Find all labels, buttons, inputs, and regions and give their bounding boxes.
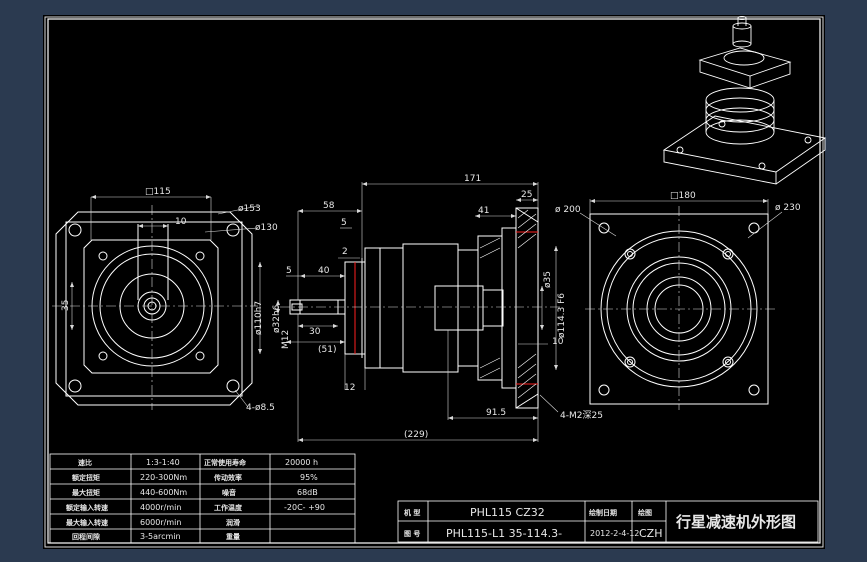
side-dim-m2: 4-M2深25	[560, 410, 603, 421]
title-label-drawer: 绘图	[638, 508, 652, 517]
spec-value: 6000r/min	[140, 518, 181, 527]
side-dim-12: 12	[344, 383, 355, 393]
rear-dim-phi200: ø 200	[555, 205, 581, 215]
spec-value: 220-300Nm	[140, 473, 187, 482]
spec-label: 额定扭矩	[71, 473, 100, 482]
side-dimlines	[258, 182, 559, 442]
spec-label: 回程间隙	[72, 532, 100, 541]
rear-dim-phi230: ø 230	[775, 203, 801, 213]
side-dim-25: 25	[521, 190, 532, 200]
side-dim-phi35: ø35	[543, 271, 553, 288]
rear-dim-square: □180	[670, 191, 696, 201]
inner-frame	[47, 18, 821, 544]
title-drawer: CZH	[639, 527, 663, 540]
side-dim-51: (51)	[318, 345, 336, 355]
side-dim-915: 91.5	[486, 408, 506, 418]
side-dim-phi114f6: ø114.3 F6	[557, 293, 567, 338]
spec-label-2: 润滑	[226, 518, 240, 527]
rear-dimlines	[579, 199, 783, 239]
drawing-title: 行星减速机外形图	[675, 513, 796, 531]
front-dim-35: 35	[61, 300, 71, 311]
front-dim-phi130: ø130	[255, 223, 278, 233]
spec-value: 1:3-1:40	[146, 458, 180, 467]
front-dim-phi153: ø153	[238, 204, 261, 214]
title-date: 2012-2-4-12	[590, 529, 639, 538]
rear-centerlines	[585, 206, 775, 410]
spec-value-2: 68dB	[297, 488, 318, 497]
side-dim-41: 41	[478, 206, 489, 216]
spec-value-2: -20C- +90	[284, 503, 325, 512]
front-dim-square: □115	[145, 187, 171, 197]
title-label-number: 图 号	[404, 529, 420, 538]
spec-label: 最大输入转速	[66, 518, 108, 527]
title-label-model: 机 型	[404, 508, 420, 517]
side-dim-58: 58	[323, 201, 335, 211]
spec-label-2: 传动效率	[213, 473, 242, 482]
spec-label-2: 噪音	[222, 488, 236, 497]
front-centerlines	[52, 205, 258, 410]
spec-value-2: 20000 h	[285, 458, 318, 467]
side-dim-m12: M12	[281, 330, 291, 349]
side-hatch	[479, 209, 537, 399]
spec-table-grid	[49, 453, 356, 544]
spec-table-row-1: 速比 1:3-1:40 正常使用寿命 20000 h	[78, 458, 318, 467]
front-dimlines	[70, 195, 259, 408]
side-dim-5b: 5	[286, 266, 292, 276]
side-dim-40: 40	[318, 266, 330, 276]
side-dim-phi110h7: ø110h7	[254, 301, 264, 335]
spec-label-2: 重量	[226, 532, 240, 541]
front-dim-10: 10	[175, 217, 187, 227]
spec-table-row-5: 最大输入转速 6000r/min 润滑	[66, 518, 240, 527]
spec-value-2: 95%	[300, 473, 318, 482]
spec-table-row-6: 回程间隙 3-5arcmin 重量	[72, 532, 240, 541]
spec-label-2: 工作温度	[214, 503, 243, 512]
spec-label-2: 正常使用寿命	[204, 458, 247, 467]
side-dim-10: 10	[552, 337, 564, 347]
side-dim-171: 171	[464, 174, 481, 184]
spec-table-row-3: 最大扭矩 440-600Nm 噪音 68dB	[72, 488, 318, 497]
isometric-view	[662, 16, 827, 185]
side-dim-5a: 5	[341, 218, 347, 228]
side-dim-phi32h6: ø32h6	[272, 304, 282, 333]
spec-value: 3-5arcmin	[140, 532, 181, 541]
spec-label: 速比	[78, 458, 92, 467]
side-dim-2: 2	[342, 247, 348, 257]
side-dim-30: 30	[309, 327, 321, 337]
title-number: PHL115-L1 35-114.3-	[446, 527, 562, 540]
side-dim-229: (229)	[404, 430, 428, 440]
title-label-drawdate: 绘制日期	[589, 508, 617, 517]
spec-label: 最大扭矩	[72, 488, 100, 497]
side-highlight	[354, 231, 538, 385]
spec-value: 440-600Nm	[140, 488, 187, 497]
title-model: PHL115 CZ32	[470, 506, 545, 519]
outer-frame	[44, 16, 824, 548]
title-block-grid	[397, 500, 819, 543]
spec-label: 额定输入转速	[65, 503, 108, 512]
front-dim-holes: 4-ø8.5	[246, 403, 275, 413]
spec-table-row-2: 额定扭矩 220-300Nm 传动效率 95%	[71, 473, 318, 482]
spec-table-row-4: 额定输入转速 4000r/min 工作温度 -20C- +90	[65, 503, 325, 512]
spec-value: 4000r/min	[140, 503, 181, 512]
